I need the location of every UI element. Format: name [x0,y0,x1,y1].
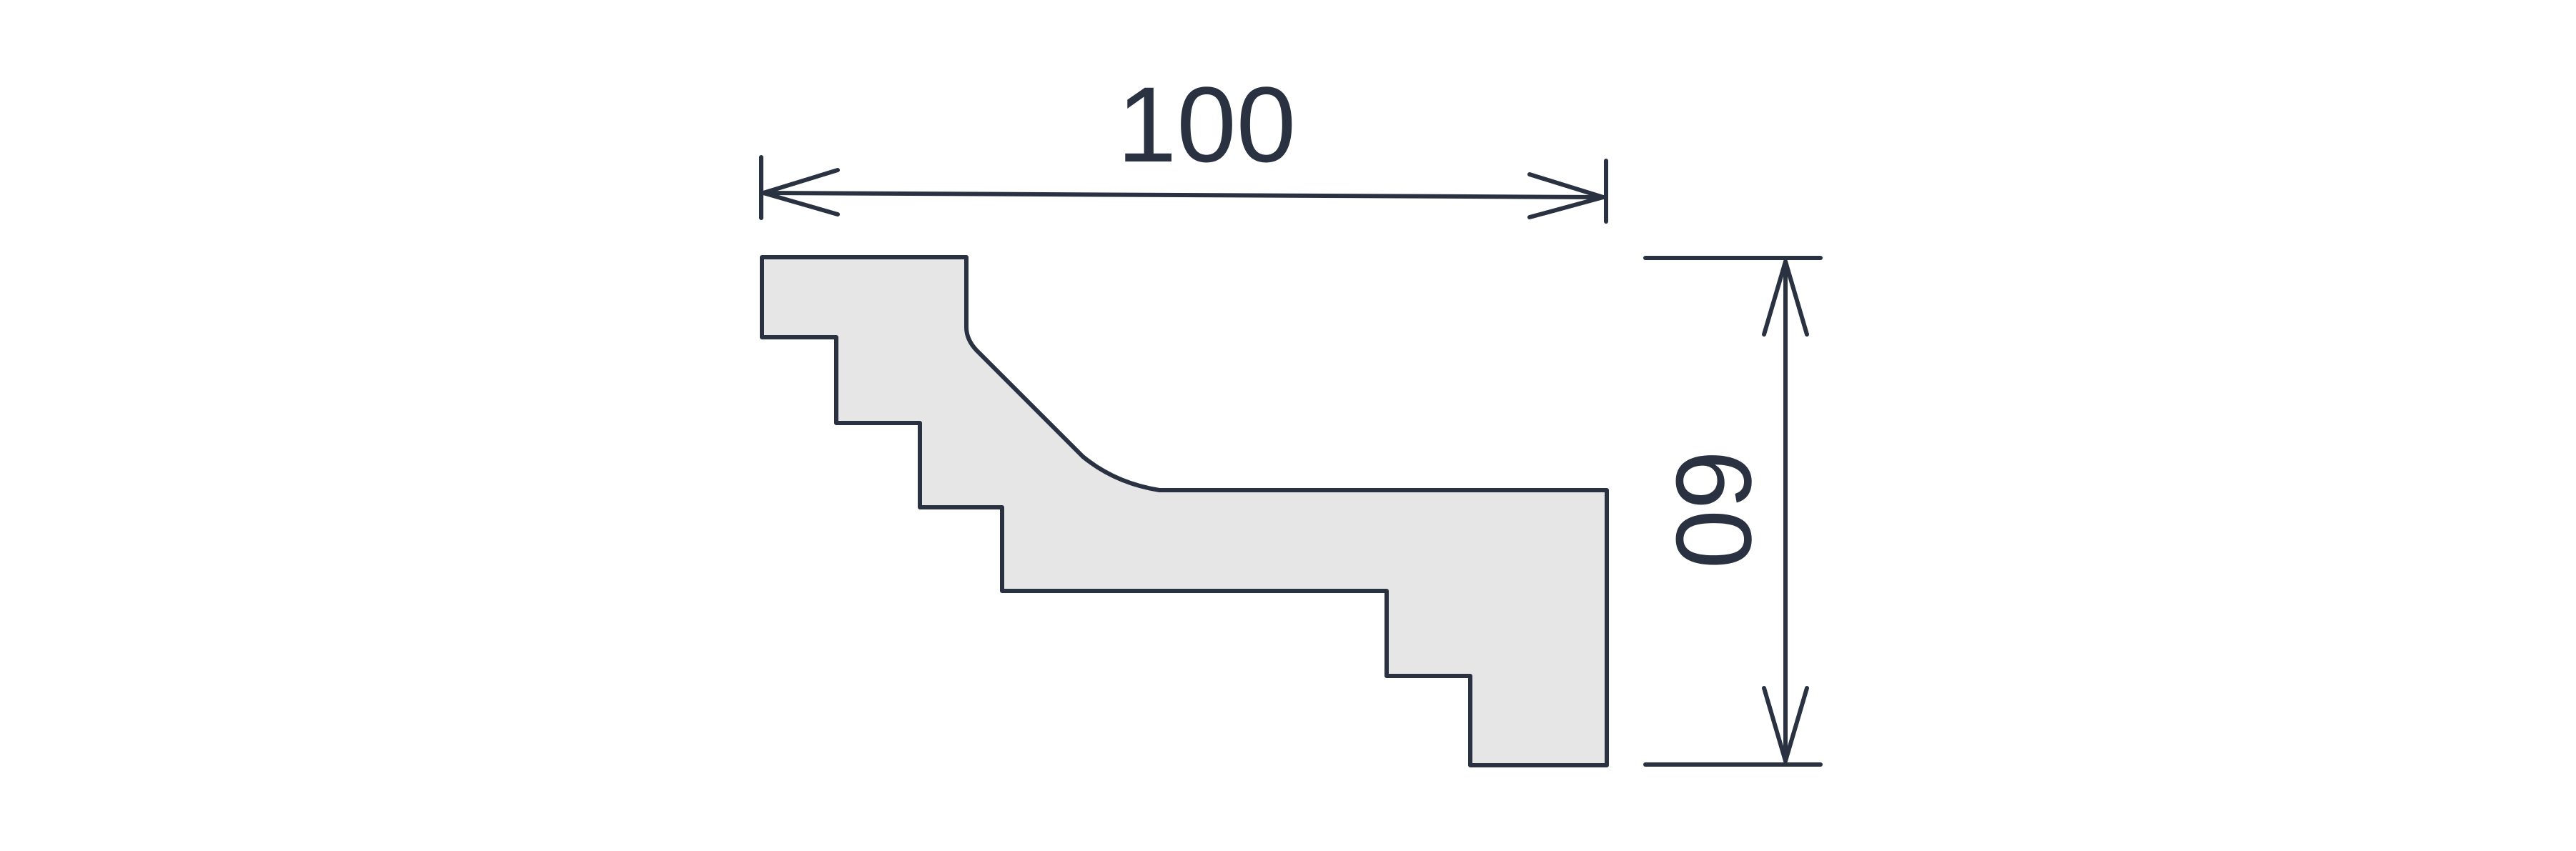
width-arrowhead-right [1527,172,1605,219]
width-dimension-line [761,191,1605,199]
width-dimension: 100 [759,64,1608,224]
width-arrowhead-left [761,168,840,217]
height-arrowhead-top [1762,259,1809,337]
molding-cross-section [760,255,1609,767]
width-label: 100 [1117,64,1296,184]
height-label: 60 [1654,450,1774,569]
height-dimension: 60 [1643,256,1823,767]
height-arrowhead-bottom [1762,686,1809,763]
